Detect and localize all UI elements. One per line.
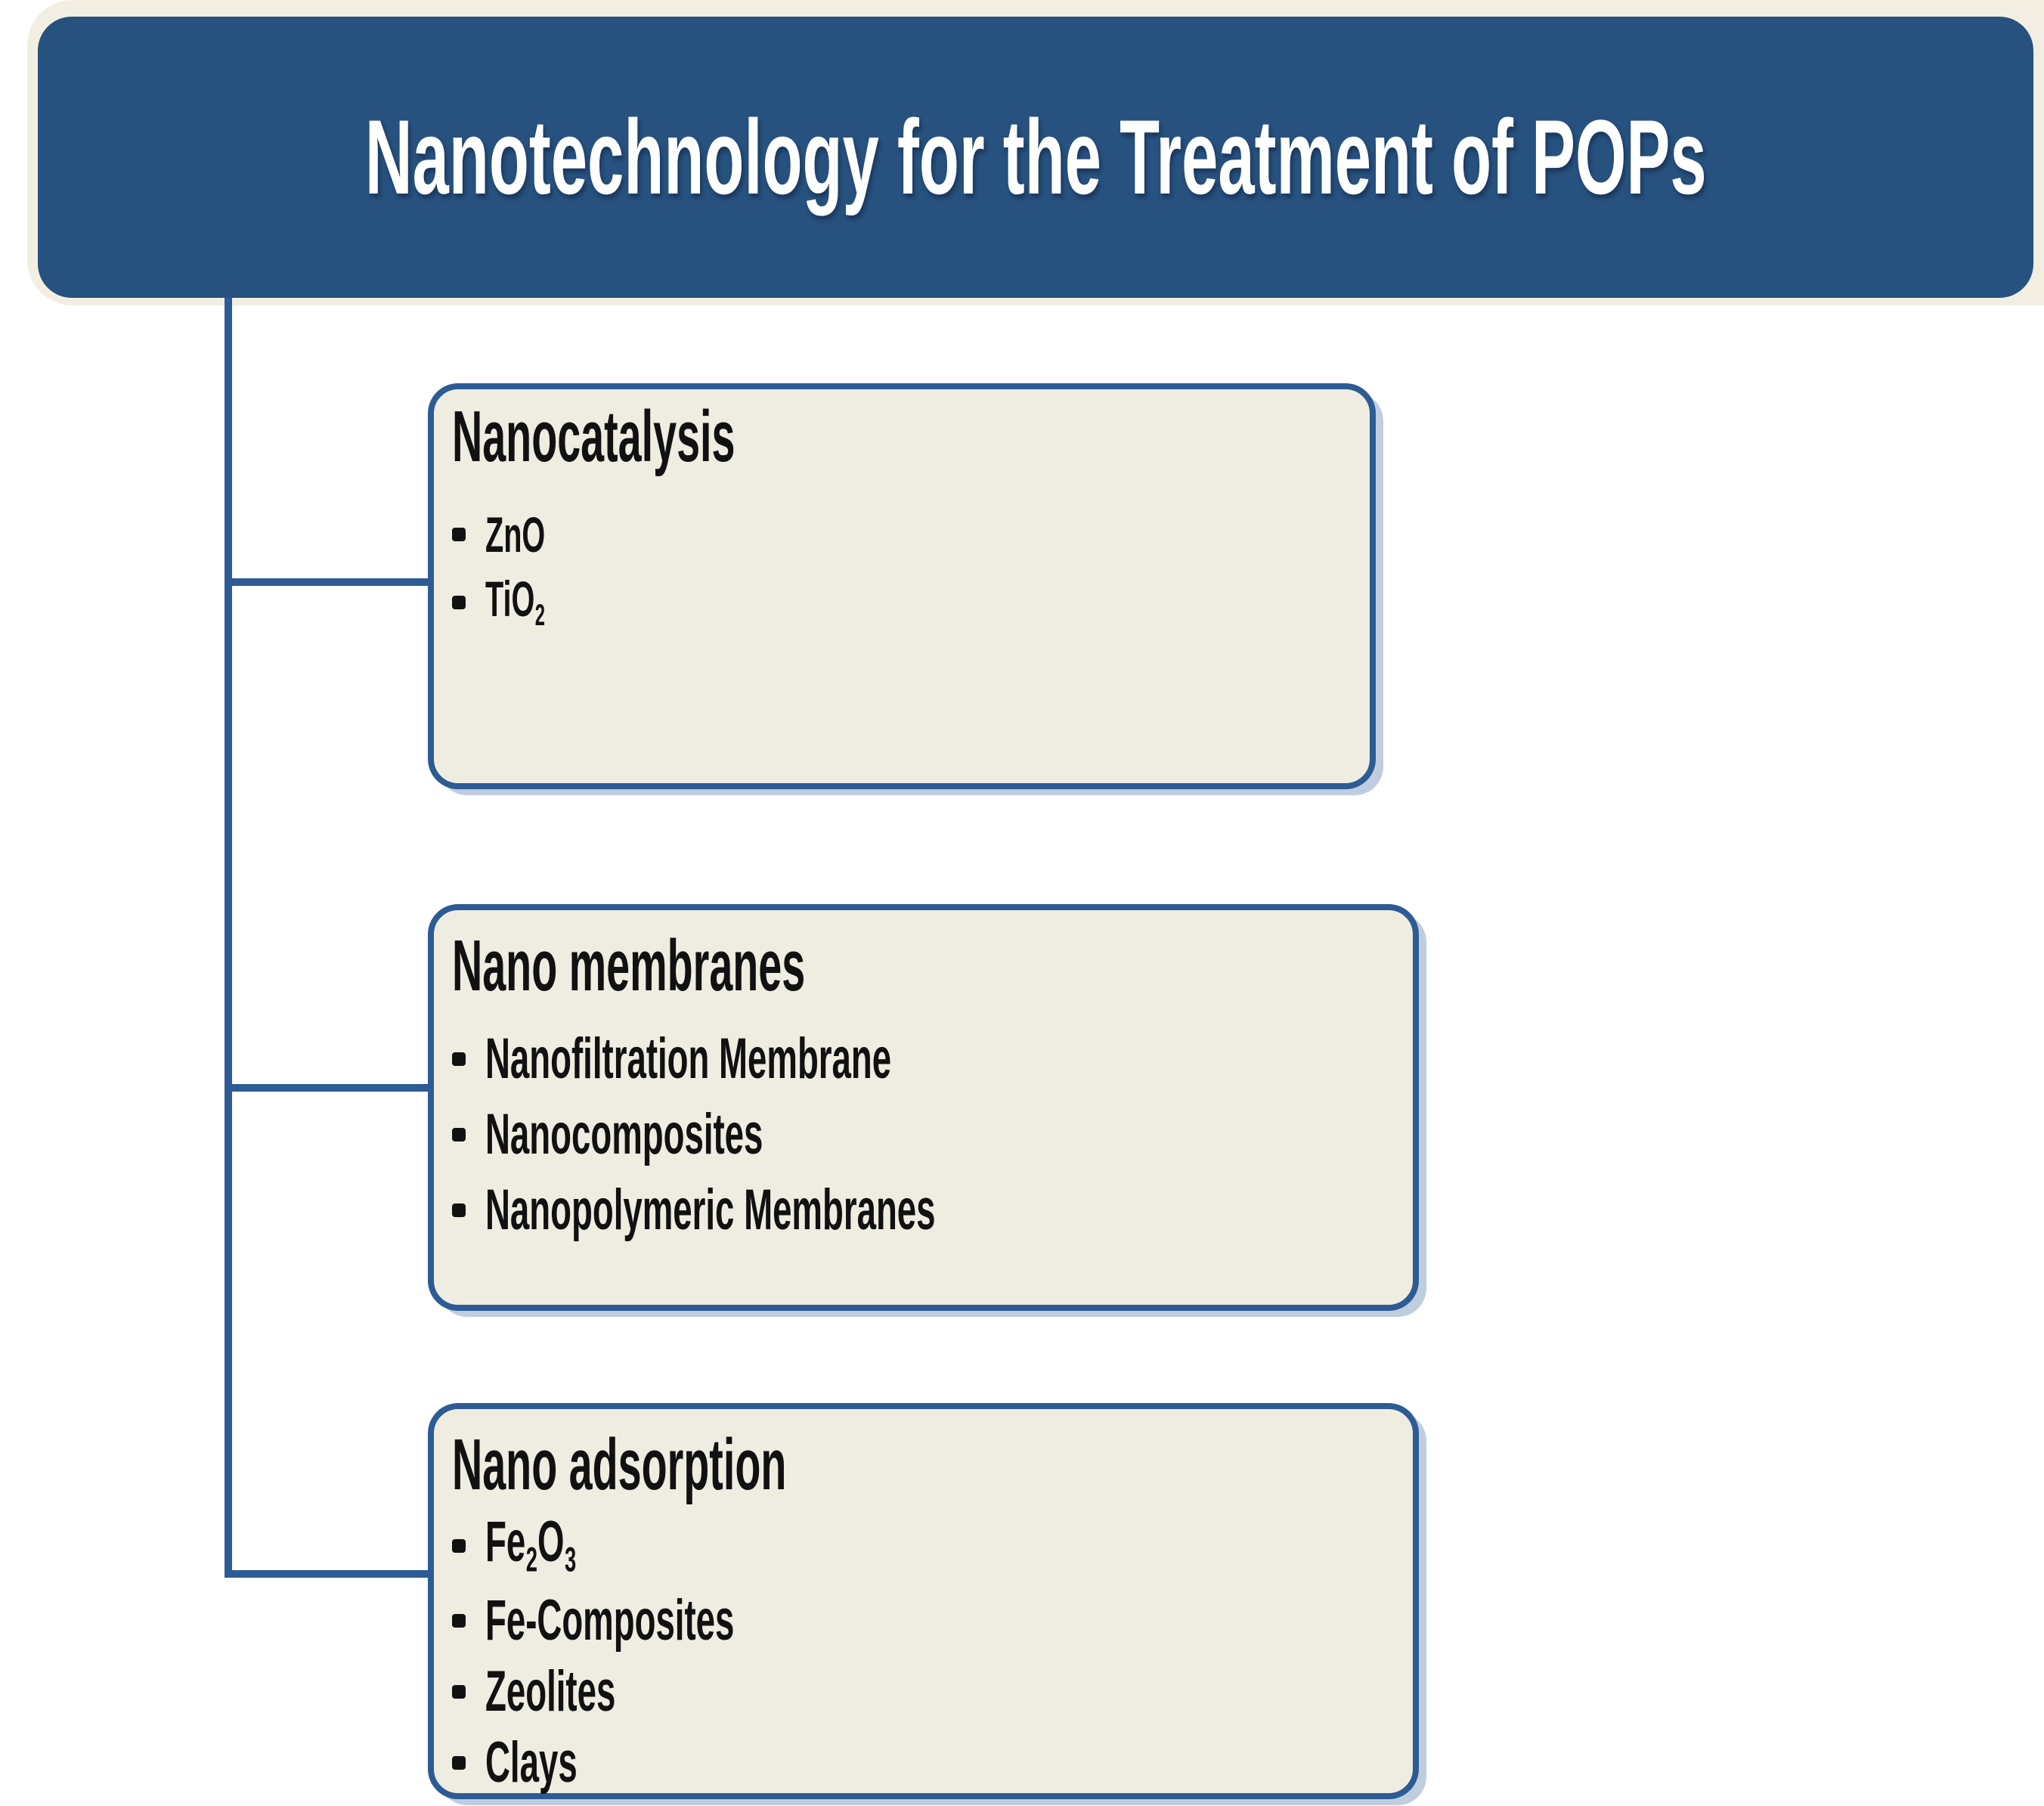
list-item-text: Fe-Composites — [485, 1588, 735, 1653]
list-item-text: Fe2O3 — [485, 1510, 577, 1579]
bullet-icon — [452, 1052, 466, 1066]
box-heading: Nano membranes — [452, 925, 806, 1006]
bullet-icon — [452, 1756, 466, 1770]
box-nanocatalysis: Nanocatalysis ZnO TiO2 — [428, 383, 1376, 789]
connector-trunk — [225, 298, 232, 1578]
list-item: Clays — [452, 1734, 1413, 1792]
bullet-icon — [452, 1539, 466, 1553]
list-item-text: Clays — [485, 1730, 578, 1795]
box-heading: Nanocatalysis — [452, 396, 736, 477]
list-item-text: Nanocomposites — [485, 1102, 763, 1166]
title-banner: Nanotechnology for the Treatment of POPs — [38, 17, 2033, 298]
bullet-icon — [452, 1614, 466, 1628]
list-item-text: Zeolites — [485, 1659, 616, 1724]
list-item-text: ZnO — [485, 506, 546, 562]
bullet-icon — [452, 1203, 466, 1217]
list-item: ZnO — [452, 510, 1370, 559]
connector-branch-nano-membranes — [225, 1084, 435, 1092]
list-item-text: TiO2 — [485, 571, 545, 632]
bullet-icon — [452, 596, 466, 609]
list-item: Nanofiltration Membrane — [452, 1030, 1413, 1088]
connector-branch-nano-adsorption — [225, 1570, 435, 1578]
box-heading-row: Nanocatalysis — [452, 401, 1370, 473]
list-item: Nanocomposites — [452, 1106, 1413, 1163]
bullet-icon — [452, 528, 466, 541]
list-item: Fe-Composites — [452, 1592, 1413, 1650]
list-item-text: Nanofiltration Membrane — [485, 1027, 892, 1091]
box-heading-row: Nano membranes — [452, 930, 1413, 1002]
box-heading-row: Nano adsorption — [452, 1429, 1413, 1501]
list-item: Fe2O3 — [452, 1510, 1413, 1579]
connector-branch-nanocatalysis — [225, 578, 435, 586]
list-item-text: Nanopolymeric Membranes — [485, 1178, 936, 1242]
list-item: Nanopolymeric Membranes — [452, 1182, 1413, 1239]
list-item: TiO2 — [452, 571, 1370, 632]
bullet-icon — [452, 1128, 466, 1142]
box-heading: Nano adsorption — [452, 1424, 787, 1505]
list-item: Zeolites — [452, 1663, 1413, 1721]
bullet-list: ZnO TiO2 — [452, 510, 1370, 632]
diagram-title: Nanotechnology for the Treatment of POPs — [364, 98, 1707, 216]
bullet-icon — [452, 1685, 466, 1699]
